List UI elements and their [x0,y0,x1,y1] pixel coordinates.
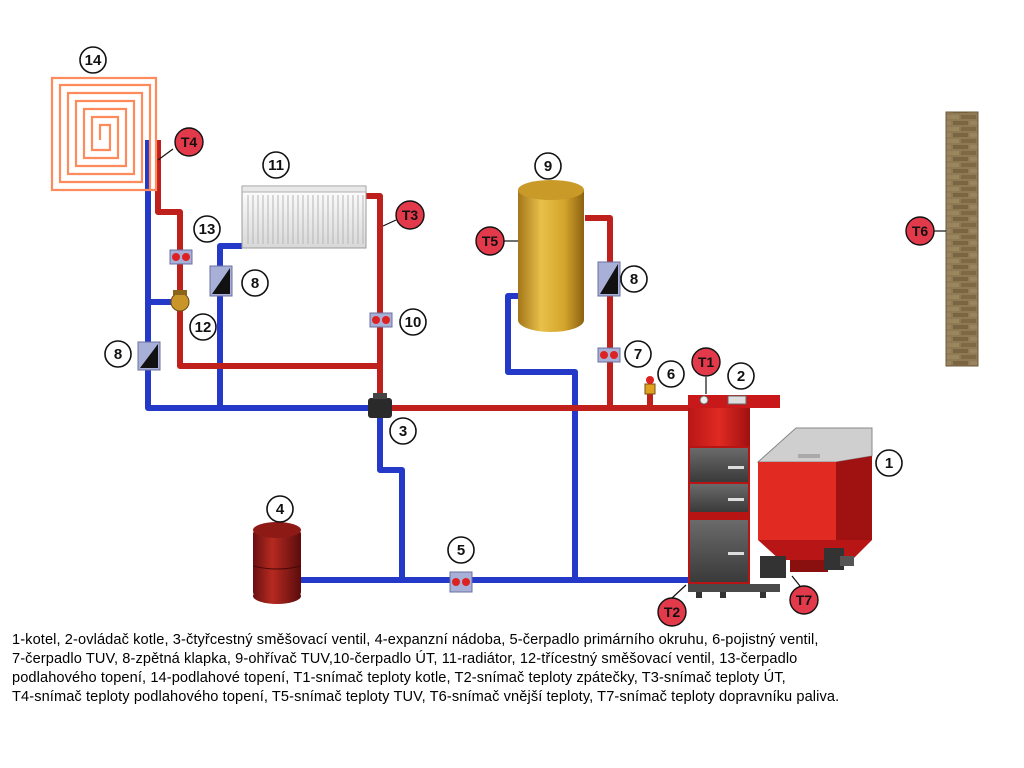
label-14: 14 [79,46,107,74]
sensor-t1: T1 [691,347,721,394]
underfloor-heating-coil [50,76,158,192]
check-valve-left [137,341,161,371]
svg-text:9: 9 [544,158,552,175]
label-9: 9 [534,152,562,180]
svg-text:T7: T7 [796,592,813,608]
label-5: 5 [447,536,475,564]
fuel-hopper [756,427,873,578]
legend-line-3: podlahového topení, 14-podlahové topení,… [12,670,786,686]
label-12: 12 [189,313,217,341]
return-pipes [145,140,690,583]
pump-7 [597,347,621,363]
hot-water-tank [518,180,584,332]
label-8-left: 8 [104,340,132,368]
svg-text:12: 12 [195,319,212,336]
label-8-radiator: 8 [241,269,269,297]
label-1: 1 [875,449,903,477]
pump-5 [449,571,473,593]
heating-system-diagram: 14 11 13 8 12 8 10 3 9 8 7 6 2 1 4 5 T4 … [50,46,979,627]
label-10: 10 [399,308,427,336]
svg-text:2: 2 [737,368,745,385]
sensor-t6: T6 [905,216,946,246]
legend-line-2: 7-čerpadlo TUV, 8-zpětná klapka, 9-ohřív… [12,651,798,667]
svg-text:T4: T4 [181,134,198,150]
label-7: 7 [624,340,652,368]
sensor-t4: T4 [157,127,204,161]
svg-text:8: 8 [114,346,122,363]
svg-text:3: 3 [399,423,407,440]
svg-text:T2: T2 [664,604,681,620]
label-8-tank: 8 [620,265,648,293]
boiler-controller [699,395,747,405]
svg-text:4: 4 [276,501,285,518]
label-3: 3 [389,417,417,445]
svg-text:14: 14 [85,52,102,69]
sensor-t3: T3 [382,200,425,230]
svg-text:5: 5 [457,542,465,559]
svg-text:8: 8 [630,271,638,288]
svg-text:13: 13 [199,221,216,238]
pipe-network [145,140,690,583]
label-4: 4 [266,495,294,523]
supply-pipes [155,140,690,411]
check-valve-tank [597,261,621,297]
check-valve-radiator [209,265,233,297]
sensor-t5: T5 [475,226,518,256]
sensor-labels: T4 T3 T5 T1 T6 T2 T7 [157,127,946,627]
svg-text:T3: T3 [402,207,419,223]
component-legend: 1-kotel, 2-ovládač kotle, 3-čtyřcestný s… [12,631,1017,707]
expansion-vessel [252,522,302,604]
label-6: 6 [657,360,685,388]
outside-wall [945,111,979,367]
radiator [241,185,367,249]
label-13: 13 [193,215,221,243]
sensor-t7: T7 [789,575,819,615]
label-11: 11 [262,151,290,179]
label-2: 2 [727,362,755,390]
svg-text:6: 6 [667,366,675,383]
safety-valve [644,376,656,395]
legend-line-1: 1-kotel, 2-ovládač kotle, 3-čtyřcestný s… [12,632,819,648]
svg-text:8: 8 [251,275,259,292]
pump-10 [369,312,393,328]
four-way-mixing-valve [368,393,392,418]
pump-13 [169,249,193,265]
svg-text:T1: T1 [698,354,715,370]
three-way-valve [170,290,190,312]
svg-text:T5: T5 [482,233,499,249]
legend-line-4: T4-snímač teploty podlahového topení, T5… [12,689,840,705]
boiler [688,395,780,598]
sensor-t2: T2 [657,584,687,627]
svg-text:10: 10 [405,314,422,331]
svg-text:1: 1 [885,455,893,472]
svg-text:T6: T6 [912,223,929,239]
svg-text:7: 7 [634,346,642,363]
svg-text:11: 11 [268,157,284,174]
component-labels: 14 11 13 8 12 8 10 3 9 8 7 6 2 1 4 5 [79,46,903,564]
